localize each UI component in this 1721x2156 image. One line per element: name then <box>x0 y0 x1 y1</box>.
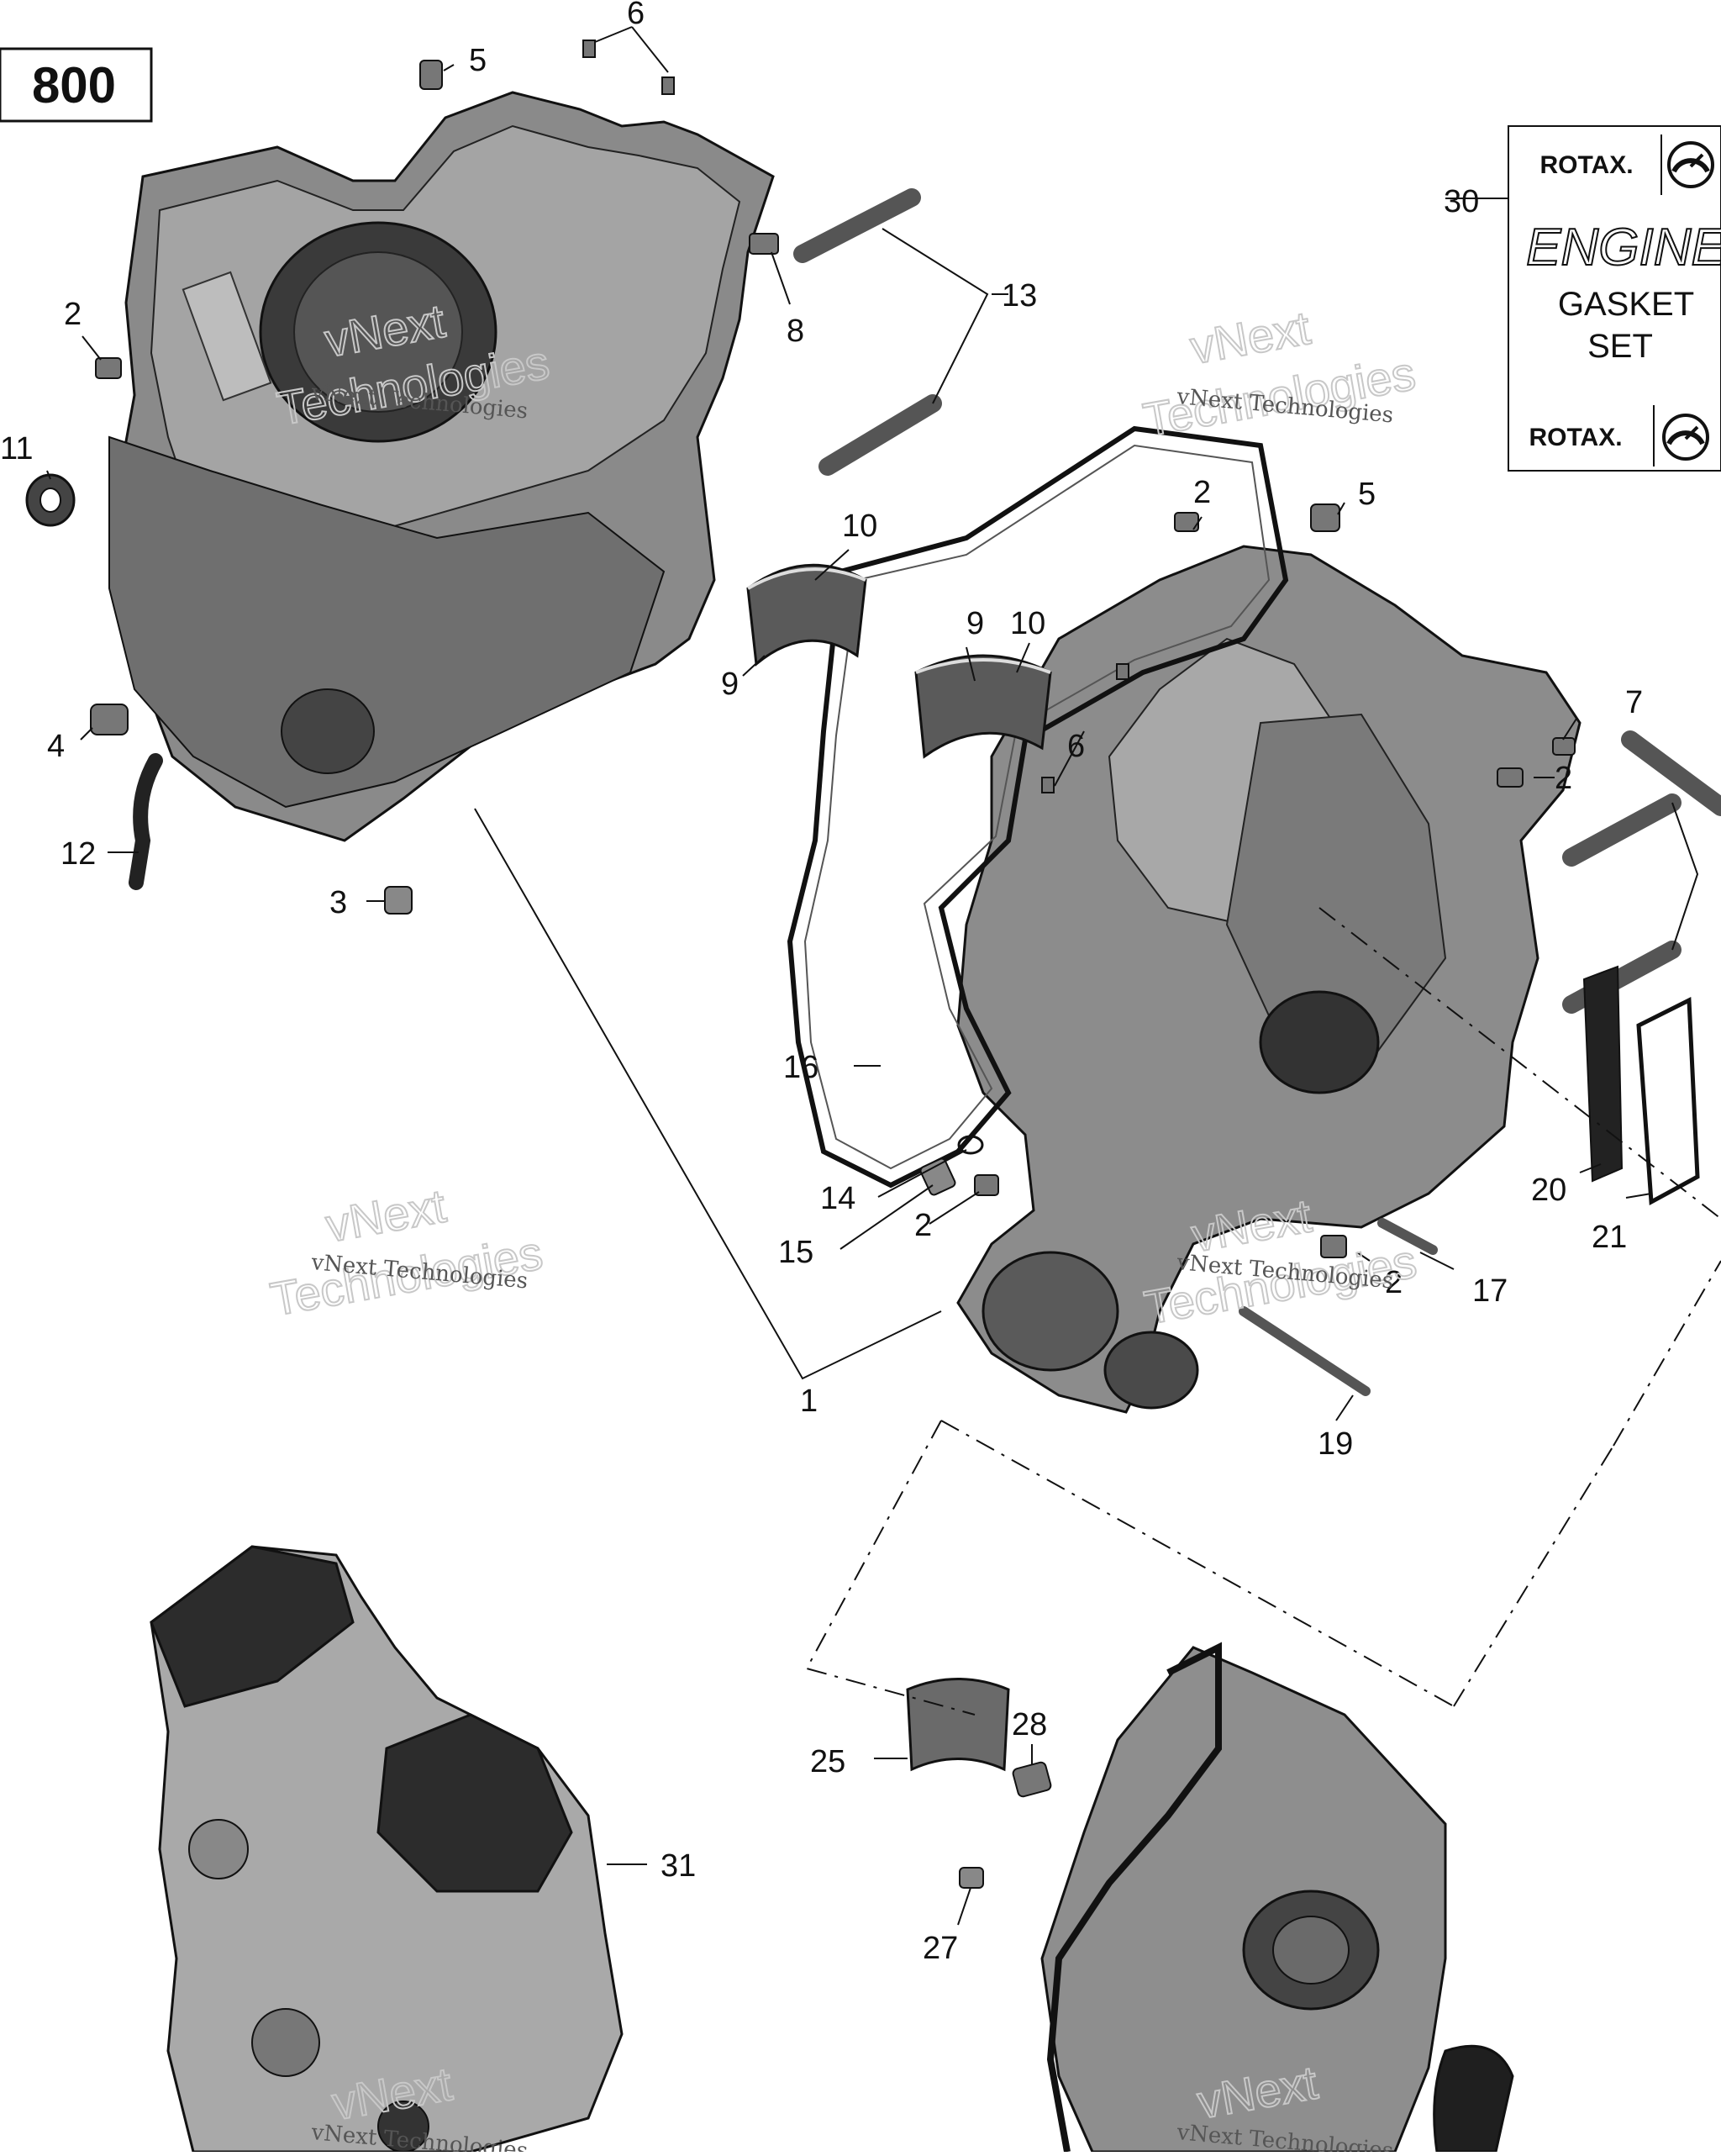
crankcase-half-left <box>108 91 775 842</box>
callout-10a: 10 <box>842 509 877 544</box>
callout-6a: 6 <box>627 0 645 31</box>
stud-set-13 <box>793 188 942 476</box>
crankcase-cover <box>1040 1642 1514 2153</box>
bearing-25 <box>906 1678 1010 1772</box>
gasket-text: GASKET <box>1558 286 1694 323</box>
rotax-brand-bottom: ROTAX. <box>1529 424 1622 451</box>
stud-set-right <box>1562 730 1721 1014</box>
callout-30: 30 <box>1444 184 1479 219</box>
callout-2a: 2 <box>64 297 82 332</box>
callout-21: 21 <box>1592 1220 1627 1255</box>
main-bearing-right <box>914 654 1052 759</box>
dowel-6a <box>582 40 596 58</box>
gauge-icon <box>1667 141 1714 188</box>
oil-seal-cover <box>1433 2044 1514 2153</box>
dowel-6-low <box>1041 777 1055 793</box>
callout-25: 25 <box>810 1744 845 1779</box>
dowel-6b <box>661 76 675 95</box>
callout-5a: 5 <box>469 43 487 78</box>
callout-2d: 2 <box>914 1208 932 1243</box>
callout-13: 13 <box>1002 278 1037 314</box>
gasket-20 <box>1582 965 1624 1183</box>
dowel-7 <box>1552 737 1576 756</box>
callout-1: 1 <box>800 1384 818 1419</box>
callout-9a: 9 <box>721 667 739 702</box>
cover-gasket-21 <box>1636 997 1700 1206</box>
callout-2c: 2 <box>1555 761 1572 796</box>
callout-20: 20 <box>1531 1173 1566 1208</box>
engine-text: ENGINE <box>1526 219 1721 277</box>
watermark-big-2: vNext <box>1187 301 1314 374</box>
fitting-28 <box>1012 1761 1052 1798</box>
dowel-2-left <box>95 357 122 379</box>
gauge-icon-bottom <box>1662 414 1709 461</box>
watermark-big-3: vNext <box>322 1179 450 1252</box>
callout-15: 15 <box>778 1235 813 1270</box>
callout-28: 28 <box>1012 1707 1047 1742</box>
callout-6b: 6 <box>1067 729 1085 764</box>
callout-4: 4 <box>47 729 65 764</box>
dowel-2-17 <box>1320 1235 1347 1258</box>
callout-11: 11 <box>0 431 33 467</box>
o-ring-14 <box>957 1135 984 1155</box>
callout-2b: 2 <box>1193 475 1211 510</box>
bolt-17 <box>1377 1218 1438 1255</box>
callout-17: 17 <box>1472 1273 1508 1309</box>
dowel-8 <box>749 233 779 255</box>
rotax-brand-top: ROTAX. <box>1539 151 1633 179</box>
callout-14: 14 <box>820 1181 855 1216</box>
plug-3 <box>384 886 413 915</box>
plug-15 <box>919 1157 956 1196</box>
callout-19: 19 <box>1318 1426 1353 1462</box>
model-label-box: 800 <box>0 47 153 123</box>
dowel-2-lower <box>974 1174 999 1196</box>
callout-27: 27 <box>923 1931 958 1966</box>
bolt-19 <box>1239 1306 1371 1396</box>
gasket-set-card: ROTAX. ENGINE GASKET SET ROTAX. <box>1508 125 1721 472</box>
callout-7: 7 <box>1625 685 1643 720</box>
main-bearing-left <box>746 563 867 667</box>
callout-31: 31 <box>661 1848 696 1884</box>
small-parts <box>25 40 1700 1396</box>
leader-lines <box>46 26 1699 1926</box>
plug-27 <box>959 1867 984 1889</box>
sleeve-4 <box>90 704 129 735</box>
watermarks: vNext Technologies vNext Technologies vN… <box>266 293 1421 2156</box>
sleeve-5-top <box>419 60 443 90</box>
sleeve-5-right <box>1310 503 1340 532</box>
callout-5b: 5 <box>1358 477 1376 512</box>
callout-8: 8 <box>787 314 804 349</box>
callout-2e: 2 <box>1385 1265 1403 1300</box>
callout-16: 16 <box>783 1050 818 1085</box>
callout-12: 12 <box>61 836 96 872</box>
crankcase-half-right <box>956 545 1582 1414</box>
dowel-2-right <box>1497 767 1524 788</box>
set-text: SET <box>1587 328 1653 365</box>
model-label: 800 <box>32 57 116 113</box>
callout-10b: 10 <box>1010 606 1045 641</box>
lower-small-parts <box>906 1678 1052 1889</box>
callout-9b: 9 <box>966 606 984 641</box>
dash-lines <box>805 907 1721 1716</box>
callout-3: 3 <box>329 885 347 920</box>
crankcase-gasket <box>787 425 1289 1189</box>
dowel-6-mid <box>1116 663 1129 680</box>
engine-assembly <box>150 1545 624 2153</box>
hose-12 <box>129 753 163 890</box>
callout-labels: 1 2 2 2 2 2 3 4 5 5 6 6 7 8 9 9 10 10 11… <box>0 0 1643 1966</box>
